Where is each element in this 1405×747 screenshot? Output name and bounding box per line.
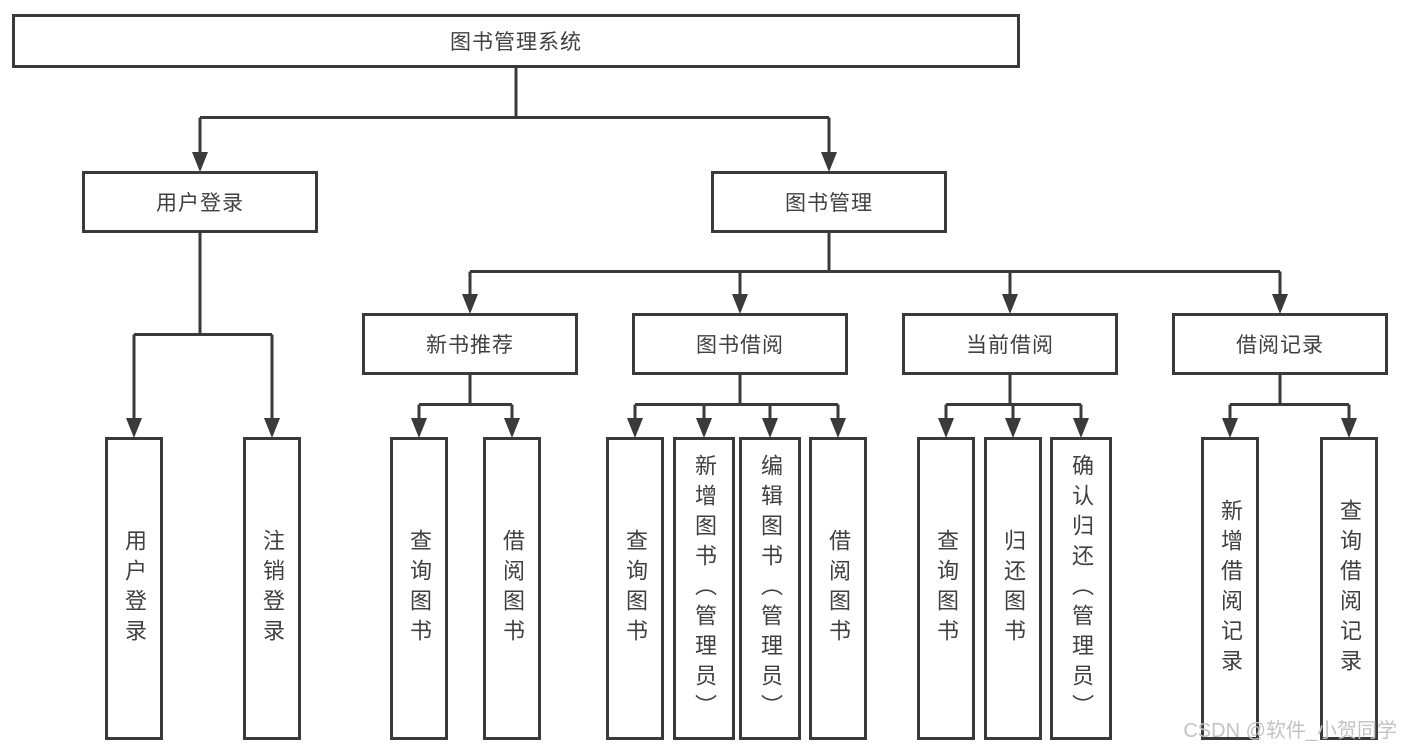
leaf-logout: 注销登录 (243, 437, 301, 740)
node-current-borrowing: 当前借阅 (902, 313, 1118, 375)
node-label: 查询图书 (934, 528, 959, 649)
leaf-query-books: 查询图书 (606, 437, 664, 740)
leaf-edit-book-admin: 编辑图书（管理员） (739, 437, 801, 740)
node-label: 新增借阅记录 (1218, 498, 1243, 679)
node-label: 查询图书 (623, 528, 648, 649)
node-label: 借阅图书 (500, 528, 525, 649)
node-label: 注销登录 (260, 528, 285, 649)
leaf-add-book-admin: 新增图书（管理员） (673, 437, 735, 740)
node-label: 图书借阅 (696, 334, 784, 357)
node-label: 查询图书 (407, 528, 432, 649)
node-label: 图书管理系统 (450, 31, 582, 54)
node-label: 新增图书（管理员） (692, 453, 717, 724)
node-label: 查询借阅记录 (1337, 498, 1362, 679)
leaf-borrow-books: 借阅图书 (483, 437, 541, 740)
node-label: 当前借阅 (966, 334, 1054, 357)
leaf-confirm-return-admin: 确认归还（管理员） (1050, 437, 1112, 740)
node-label: 新书推荐 (426, 334, 514, 357)
leaf-add-borrow-record: 新增借阅记录 (1201, 437, 1259, 740)
node-library-management-system: 图书管理系统 (12, 14, 1020, 68)
node-label: 借阅记录 (1236, 334, 1324, 357)
leaf-return-books: 归还图书 (984, 437, 1042, 740)
node-label: 确认归还（管理员） (1069, 453, 1094, 724)
node-borrowing-records: 借阅记录 (1172, 313, 1388, 375)
node-label: 归还图书 (1001, 528, 1026, 649)
arrowheads (126, 152, 1357, 438)
node-label: 编辑图书（管理员） (758, 453, 783, 724)
node-label: 借阅图书 (826, 528, 851, 649)
leaf-borrow-books: 借阅图书 (809, 437, 867, 740)
leaf-query-books: 查询图书 (390, 437, 448, 740)
csdn-watermark: CSDN @软件_小贺同学 (1183, 720, 1397, 742)
node-user-login: 用户登录 (82, 171, 318, 233)
node-label: 图书管理 (785, 192, 873, 215)
node-book-management: 图书管理 (711, 171, 947, 233)
node-label: 用户登录 (156, 192, 244, 215)
leaf-query-borrow-record: 查询借阅记录 (1320, 437, 1378, 740)
node-book-borrowing: 图书借阅 (632, 313, 848, 375)
leaf-query-books: 查询图书 (917, 437, 975, 740)
node-label: 用户登录 (122, 528, 147, 649)
node-new-book-recommend: 新书推荐 (362, 313, 578, 375)
leaf-user-login: 用户登录 (105, 437, 163, 740)
